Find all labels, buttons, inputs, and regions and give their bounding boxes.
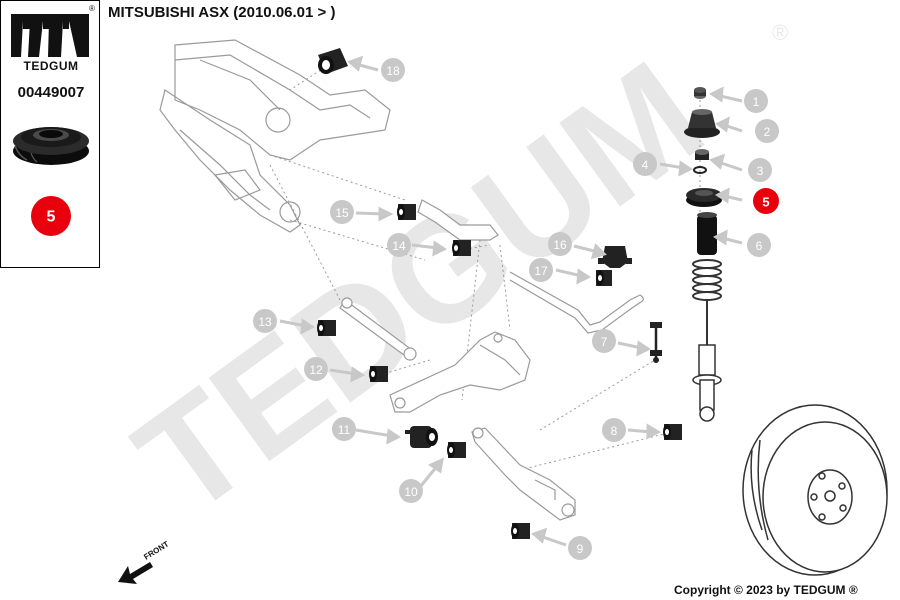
callout-15-label: 15 [335, 206, 349, 220]
callouts: 1 2 3 4 5 6 7 8 9 10 11 12 13 14 15 16 1… [253, 58, 779, 560]
callout-1[interactable]: 1 [744, 89, 768, 113]
bushing-12 [369, 366, 388, 382]
lateral-link [339, 297, 417, 361]
mount-bushing [694, 87, 706, 99]
bushing-8 [663, 424, 682, 440]
registered-mark: ® [89, 4, 95, 13]
callout-10[interactable]: 10 [399, 479, 423, 503]
stabilizer-bracket-16 [598, 246, 632, 268]
bushing-9 [511, 523, 530, 539]
callout-17[interactable]: 17 [529, 258, 553, 282]
callout-6-label: 6 [756, 239, 763, 253]
callout-5[interactable]: 5 [753, 188, 779, 214]
highlighted-part-badge: 5 [31, 196, 71, 236]
callout-7-label: 7 [601, 335, 608, 349]
callout-2-label: 2 [764, 125, 771, 139]
shock-absorber [692, 300, 722, 422]
bushing-14 [452, 240, 471, 256]
bushing-10 [447, 442, 466, 458]
strut-mount [684, 109, 720, 138]
model-title: MITSUBISHI ASX (2010.06.01 > ) [108, 4, 336, 21]
bushing-15 [397, 204, 416, 220]
bushing-18 [318, 48, 348, 74]
rear-knuckle [389, 331, 531, 413]
callout-9[interactable]: 9 [568, 536, 592, 560]
product-thumbnail [13, 127, 89, 165]
trailing-arm [471, 427, 576, 521]
callout-13-label: 13 [258, 315, 272, 329]
watermark-registered: ® [772, 20, 788, 45]
callout-16-label: 16 [553, 238, 567, 252]
bushing-11 [405, 426, 438, 448]
callout-17-label: 17 [534, 264, 548, 278]
callout-4-label: 4 [642, 158, 649, 172]
brand-name: TEDGUM [23, 59, 79, 73]
watermark: TEDGUM ® [107, 20, 788, 547]
front-direction-indicator: FRONT [118, 539, 171, 584]
front-arrow-icon [118, 562, 153, 584]
bushing-13 [317, 320, 336, 336]
callout-10-label: 10 [404, 485, 418, 499]
callout-4[interactable]: 4 [633, 152, 657, 176]
leader-lines [269, 61, 701, 471]
tedgum-logo: 5 [11, 14, 89, 236]
callout-14[interactable]: 14 [387, 233, 411, 257]
callout-8-label: 8 [611, 424, 618, 438]
watermark-text: TEDGUM [107, 29, 732, 547]
dust-boot [697, 212, 717, 255]
callout-5-label: 5 [762, 195, 769, 210]
part-number: 00449007 [17, 84, 85, 101]
callout-7[interactable]: 7 [592, 329, 616, 353]
callout-6[interactable]: 6 [747, 233, 771, 257]
callout-3[interactable]: 3 [748, 158, 772, 182]
callout-15[interactable]: 15 [330, 200, 354, 224]
part-info-panel: 5 ® TEDGUM 00449007 [0, 0, 100, 268]
callout-12[interactable]: 12 [304, 357, 328, 381]
rear-wheel [742, 404, 888, 576]
washer [693, 166, 707, 174]
callout-18-label: 18 [386, 64, 400, 78]
front-label: FRONT [142, 539, 170, 561]
stabilizer-link [650, 322, 662, 363]
coil-spring [692, 259, 722, 301]
callout-1-label: 1 [753, 95, 760, 109]
callout-18[interactable]: 18 [381, 58, 405, 82]
callout-3-label: 3 [757, 164, 764, 178]
callout-9-label: 9 [577, 542, 584, 556]
rear-subframe [159, 39, 391, 233]
callout-11[interactable]: 11 [332, 417, 356, 441]
stabilizer-bushing-17 [596, 270, 612, 286]
tedgum-logo-mark [11, 14, 89, 57]
highlighted-part-number: 5 [47, 209, 56, 226]
callout-8[interactable]: 8 [602, 418, 626, 442]
callout-11-label: 11 [338, 423, 351, 437]
callout-14-label: 14 [392, 239, 406, 253]
callout-arrows [279, 55, 743, 547]
upper-control-arm [417, 199, 499, 241]
copyright-notice: Copyright © 2023 by TEDGUM ® [674, 583, 858, 597]
bump-stop-pad [695, 149, 709, 160]
callout-13[interactable]: 13 [253, 309, 277, 333]
callout-12-label: 12 [309, 363, 323, 377]
callout-16[interactable]: 16 [548, 232, 572, 256]
stabilizer-bar [509, 271, 644, 334]
callout-2[interactable]: 2 [755, 119, 779, 143]
top-mount-bearing [686, 188, 722, 207]
